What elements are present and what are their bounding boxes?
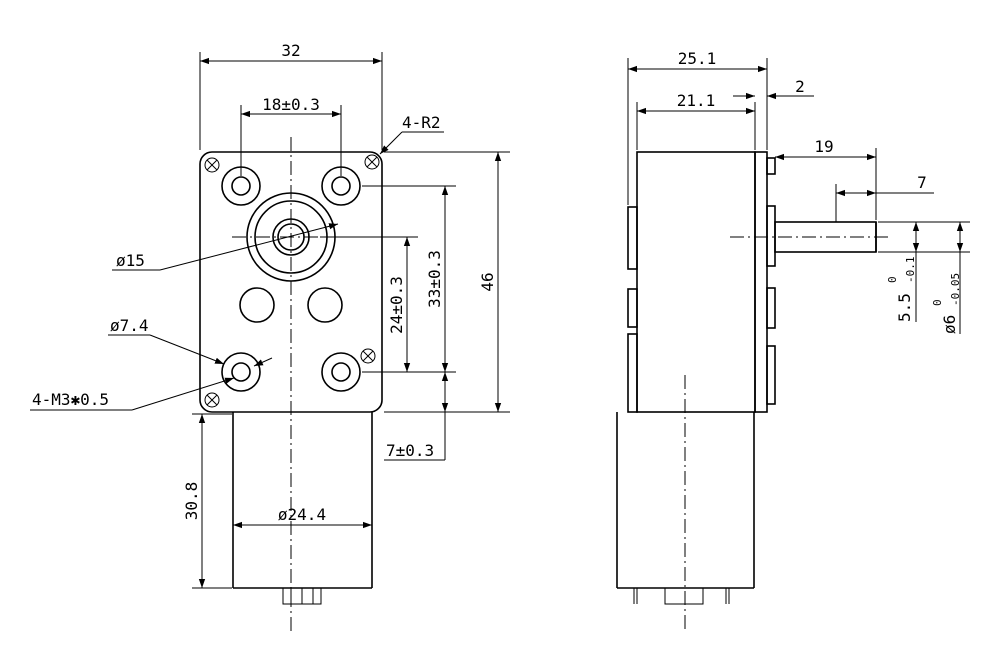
dim-hole-vspacing: 33±0.3 [362, 185, 456, 373]
dim-flange-thickness: 2 [733, 77, 814, 100]
label-shaft-length: 19 [814, 137, 833, 156]
label-flat-tol-upper: 0 [886, 276, 899, 283]
label-boss-diameter: ø7.4 [110, 316, 149, 335]
label-height: 46 [478, 272, 497, 291]
dim-thread: 4-M3✱0.5 [30, 377, 235, 411]
dim-overall-depth: 25.1 [627, 49, 768, 205]
pocket-right [307, 287, 343, 323]
side-back-lug-2 [627, 288, 638, 328]
label-flange-thickness: 2 [795, 77, 805, 96]
mounting-boss-bottom-left [221, 352, 261, 392]
label-hole-spacing: 18±0.3 [262, 95, 320, 114]
label-flat-length: 7 [917, 173, 927, 192]
corner-screw-bottom-left [204, 392, 220, 408]
dim-output-diameter: ø15 [112, 223, 339, 271]
label-shaft-tol-upper: 0 [931, 299, 944, 306]
pocket-left [239, 287, 275, 323]
label-motor-length: 30.8 [182, 482, 201, 521]
label-corner-radius: 4-R2 [402, 113, 441, 132]
corner-screw-top-left [204, 157, 220, 173]
label-hole-vspacing: 33±0.3 [425, 250, 444, 308]
side-front-boss-1 [766, 157, 776, 175]
dim-width-32: 32 [199, 41, 383, 150]
side-flange [754, 151, 768, 413]
mounting-boss-bottom-right [321, 352, 361, 392]
front-view: 32 18±0.3 4-R2 ø15 46 [30, 41, 510, 632]
dim-motor-length: 30.8 [182, 413, 232, 589]
motor-body [232, 412, 373, 589]
dim-flat-length: 7 [835, 173, 934, 222]
label-motor-diameter: ø24.4 [278, 505, 326, 524]
side-front-boss-3 [766, 287, 776, 329]
label-output-diameter: ø15 [116, 251, 145, 270]
label-bottom-offset: 7±0.3 [386, 441, 434, 460]
dim-shaft-diameter: ø6 0 -0.05 [878, 221, 970, 334]
label-thread: 4-M3✱0.5 [32, 390, 109, 409]
label-overall-depth: 25.1 [678, 49, 717, 68]
label-shaft-offset: 24±0.3 [387, 276, 406, 334]
motor-terminals [282, 587, 322, 605]
side-back-lug-1 [627, 206, 638, 270]
dim-shaft-length: 19 [775, 137, 877, 220]
side-housing-outline [636, 151, 756, 413]
corner-screw-top-right [364, 154, 380, 170]
dim-shaft-offset: 24±0.3 [320, 236, 418, 373]
side-front-boss-2 [766, 205, 776, 267]
dim-motor-diameter: ø24.4 [233, 505, 372, 529]
dim-flat: 5.5 0 -0.1 [878, 221, 924, 322]
label-body-depth: 21.1 [677, 91, 716, 110]
label-flat-tol-lower: -0.1 [904, 257, 917, 284]
side-view: 25.1 21.1 2 19 7 [616, 49, 970, 632]
label-shaft-main: ø6 [940, 315, 959, 334]
side-motor-terminals [633, 587, 730, 605]
label-shaft-tol-lower: -0.05 [949, 273, 962, 306]
dim-boss-diameter: ø7.4 [108, 316, 273, 367]
corner-screw-mid-right [360, 348, 376, 364]
dim-hole-spacing: 18±0.3 [240, 95, 342, 176]
side-front-boss-4 [766, 345, 776, 405]
dim-body-depth: 21.1 [636, 91, 756, 150]
label-flat-main: 5.5 [895, 293, 914, 322]
dim-bottom-offset: 7±0.3 [384, 372, 456, 461]
side-back-lug-3 [627, 333, 638, 413]
dim-corner-radius: 4-R2 [379, 113, 444, 155]
label-width: 32 [281, 41, 300, 60]
